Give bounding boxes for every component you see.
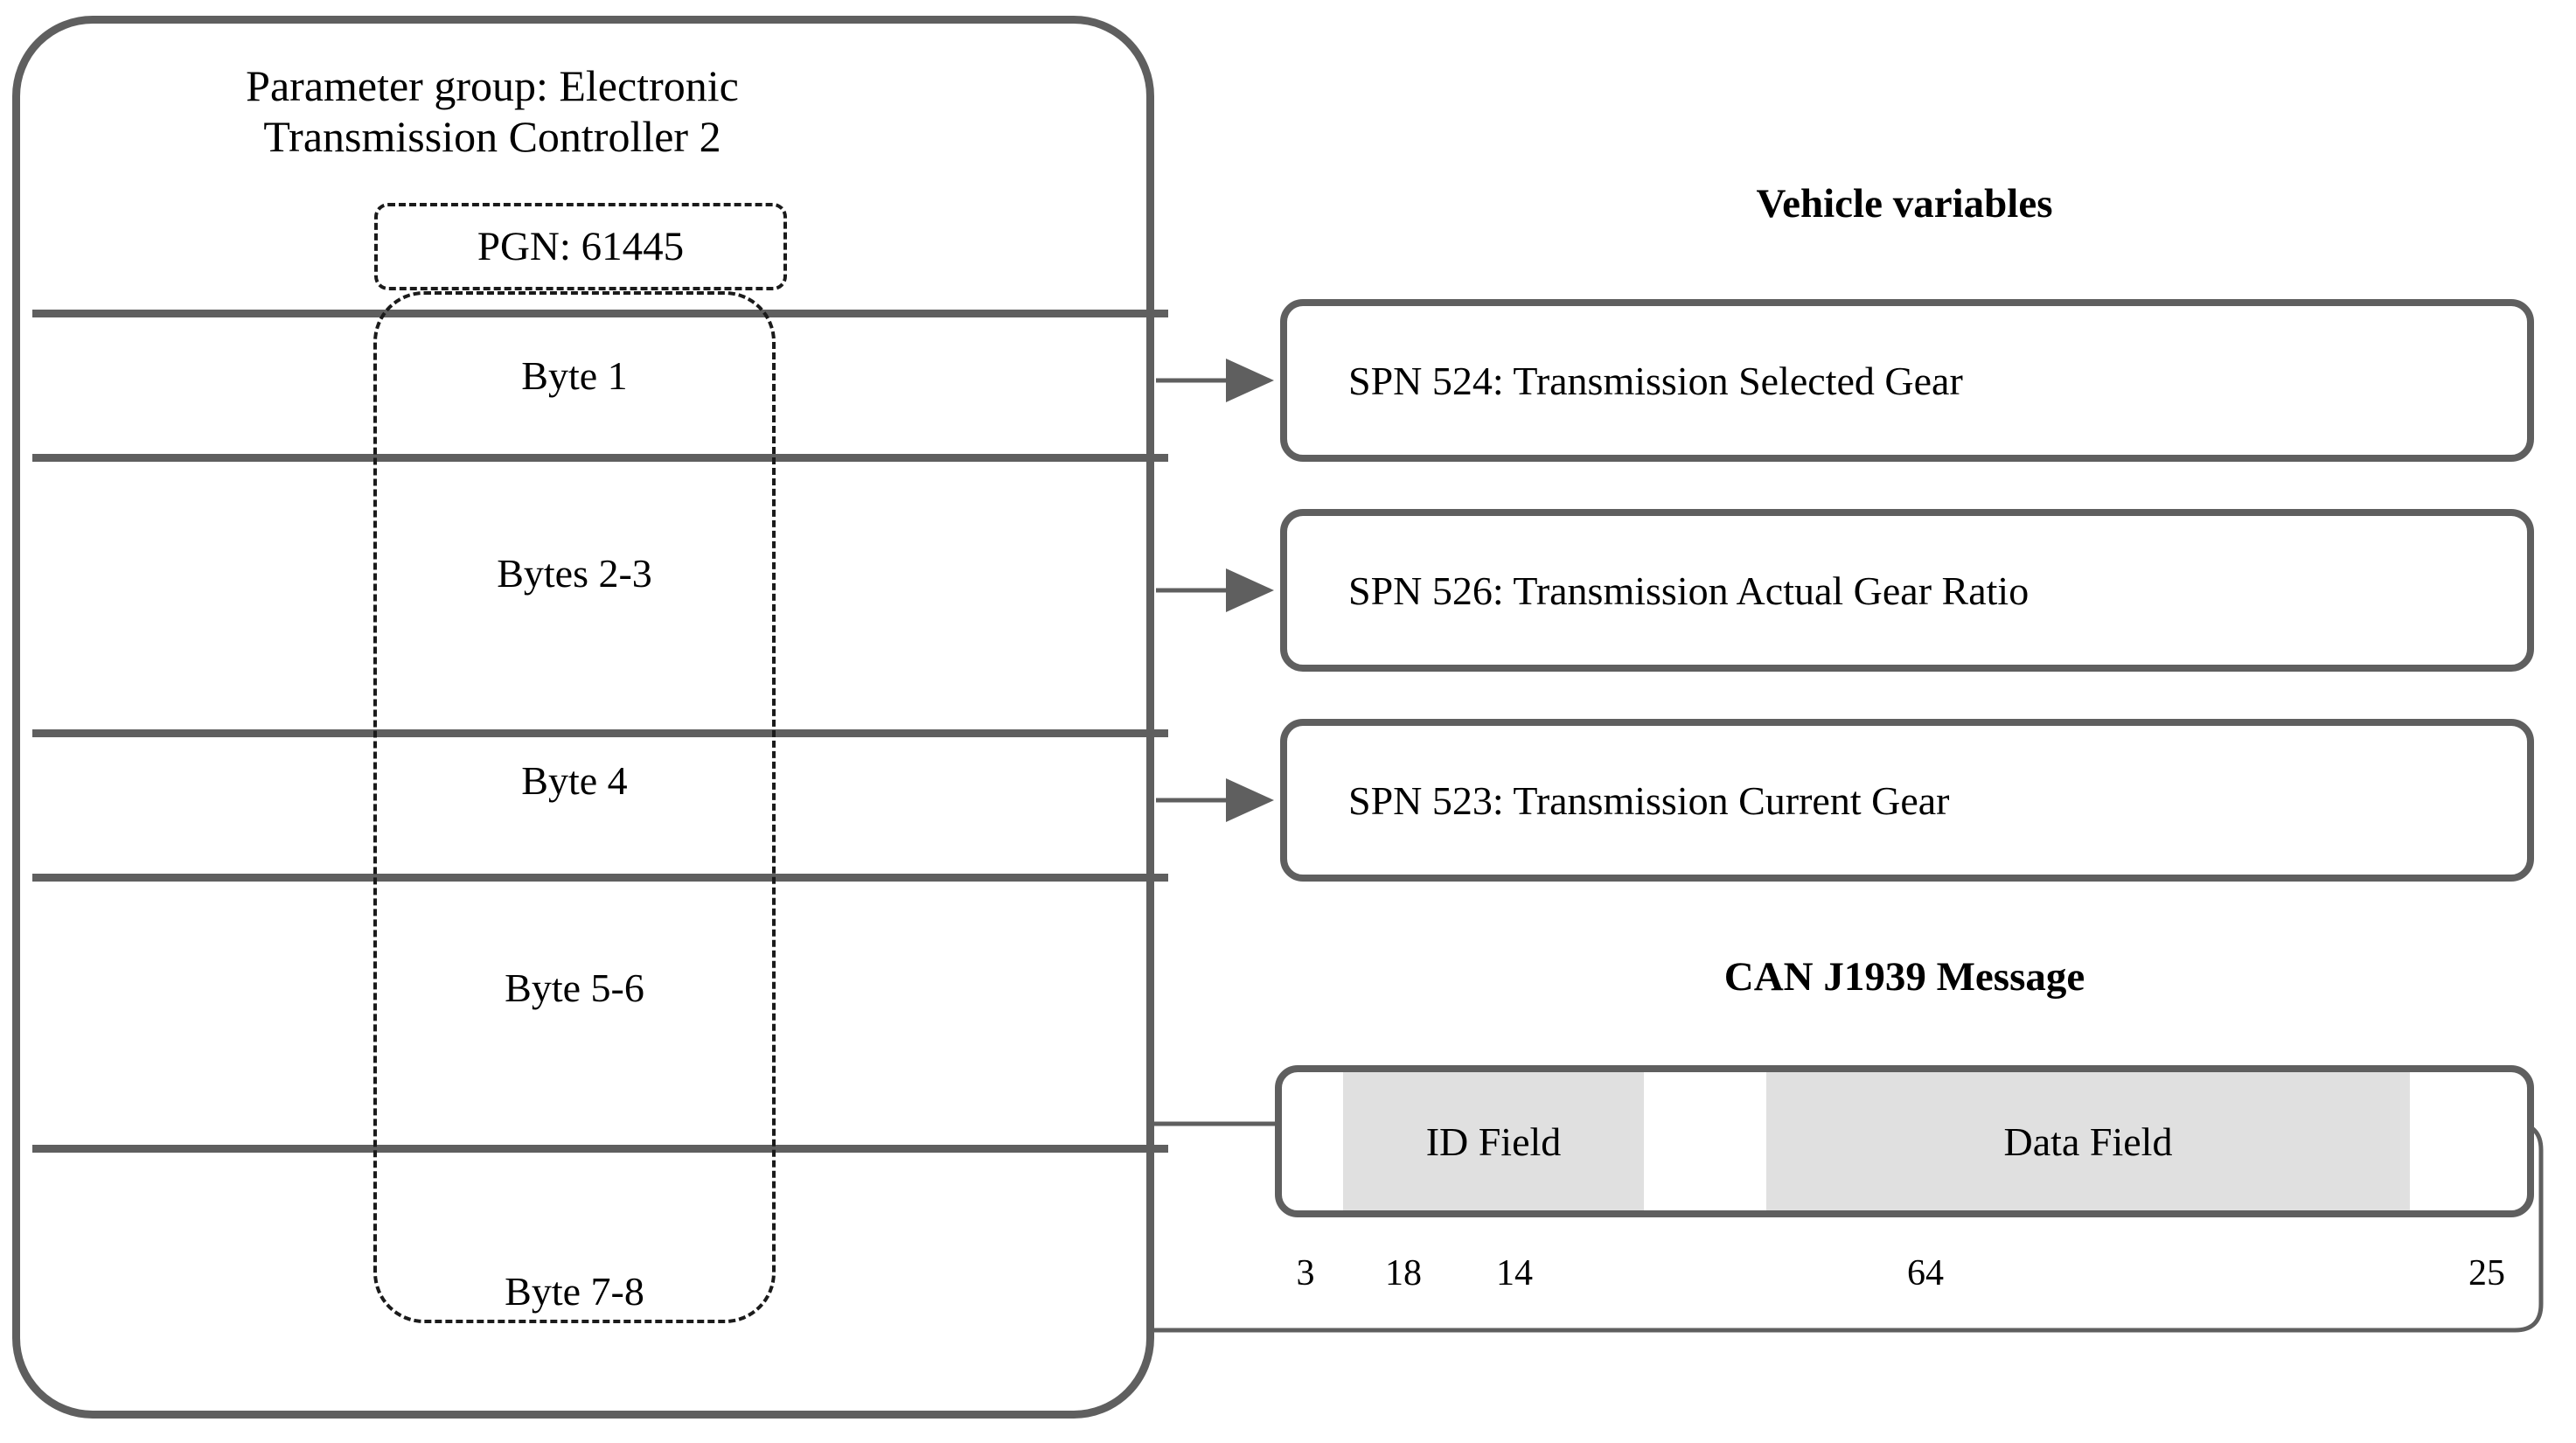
byte-row-label-1: Byte 1: [521, 353, 628, 398]
can-segment-id-field: ID Field: [1343, 1072, 1644, 1210]
row-divider-3: [32, 729, 1168, 737]
byte-row-label-5: Byte 7-8: [505, 1269, 644, 1314]
pgn-chip[interactable]: PGN: 61445: [374, 203, 787, 290]
byte-row-label-4: Byte 5-6: [505, 965, 644, 1010]
spn-label-523: SPN 523: Transmission Current Gear: [1348, 777, 1950, 823]
spn-box-524[interactable]: SPN 524: Transmission Selected Gear: [1280, 299, 2534, 462]
can-segment-crc-eof: [2410, 1072, 2527, 1210]
parameter-group-title: Parameter group: Electronic Transmission…: [246, 61, 739, 161]
byte-row-label-3: Byte 4: [521, 758, 628, 803]
row-divider-2: [32, 454, 1168, 462]
bit-count-sof: 3: [1296, 1253, 1315, 1293]
can-segment-data-field: Data Field: [1766, 1072, 2410, 1210]
can-segment-label-id-field: ID Field: [1425, 1119, 1562, 1164]
can-segment-sof: [1282, 1072, 1343, 1210]
row-divider-1: [32, 310, 1168, 317]
byte-row-label-2: Bytes 2-3: [497, 551, 652, 596]
vehicle-variables-heading: Vehicle variables: [1756, 181, 2053, 227]
row-divider-5: [32, 1145, 1168, 1153]
bit-count-id-field: 18: [1385, 1253, 1422, 1293]
can-segment-control: [1644, 1072, 1766, 1210]
pgn-label: PGN: 61445: [477, 224, 685, 269]
can-message-frame: ID Field Data Field: [1275, 1065, 2534, 1217]
spn-label-524: SPN 524: Transmission Selected Gear: [1348, 358, 1963, 403]
spn-box-526[interactable]: SPN 526: Transmission Actual Gear Ratio: [1280, 509, 2534, 672]
bit-count-crc-eof: 25: [2468, 1253, 2505, 1293]
byte-column-outline: [373, 291, 776, 1323]
can-segment-label-data-field: Data Field: [2003, 1119, 2173, 1164]
spn-box-523[interactable]: SPN 523: Transmission Current Gear: [1280, 719, 2534, 882]
bit-count-data-field: 64: [1907, 1253, 1944, 1293]
can-message-heading: CAN J1939 Message: [1723, 954, 2085, 1000]
row-divider-4: [32, 874, 1168, 882]
spn-label-526: SPN 526: Transmission Actual Gear Ratio: [1348, 568, 2029, 613]
bit-count-control: 14: [1496, 1253, 1533, 1293]
